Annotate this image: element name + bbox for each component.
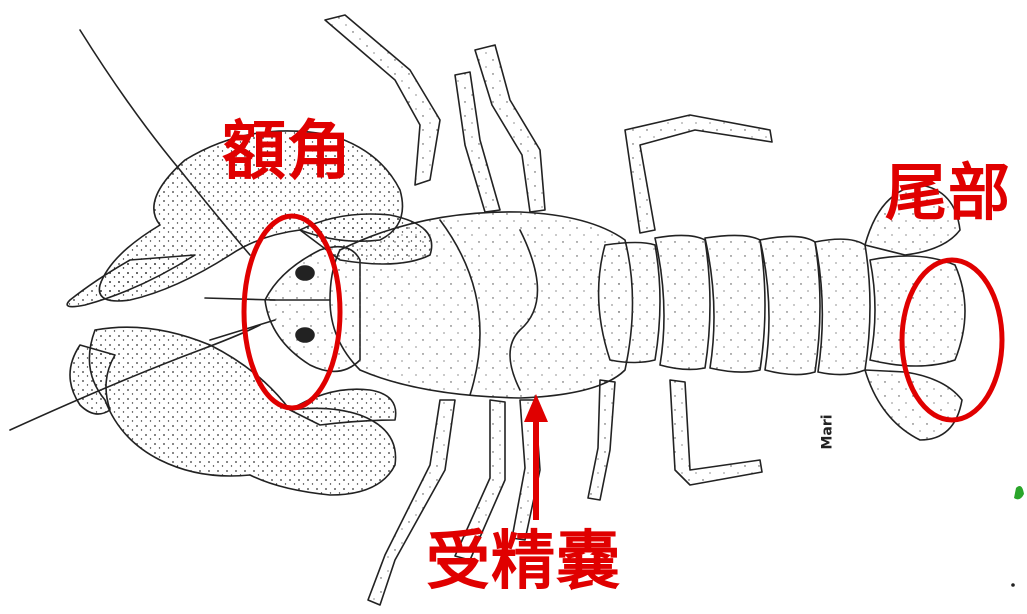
carapace (330, 212, 633, 398)
seminal-receptacle-label: 受精嚢 (426, 530, 621, 594)
dot-mark (1011, 583, 1015, 587)
green-mark (1014, 486, 1024, 499)
tail-label: 尾部 (885, 162, 1011, 224)
rostrum-label: 額角 (222, 120, 352, 184)
artist-signature: Mari (820, 414, 836, 449)
abdomen (599, 235, 870, 374)
